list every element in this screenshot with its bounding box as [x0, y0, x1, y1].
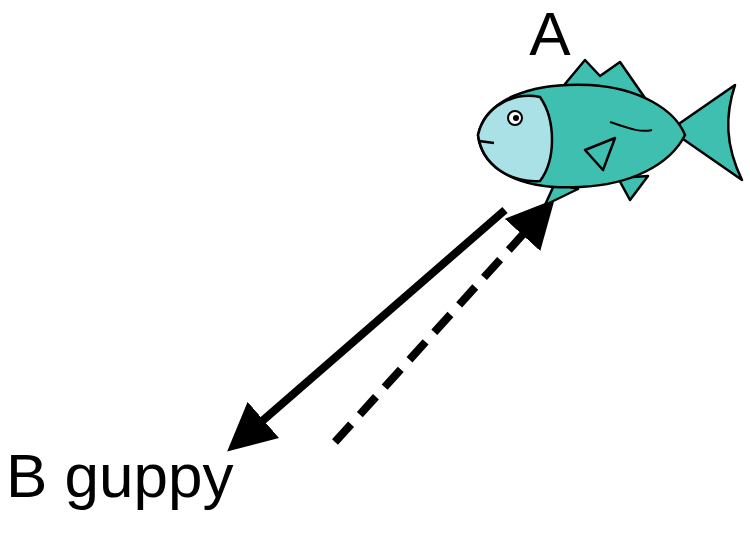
fish-figure: A — [465, 0, 747, 210]
text-node: B guppy — [0, 442, 240, 510]
node-label: A — [465, 0, 635, 68]
dashed-arrow — [335, 210, 545, 442]
fish-illustration — [465, 0, 747, 210]
node-label: B guppy — [6, 442, 234, 510]
